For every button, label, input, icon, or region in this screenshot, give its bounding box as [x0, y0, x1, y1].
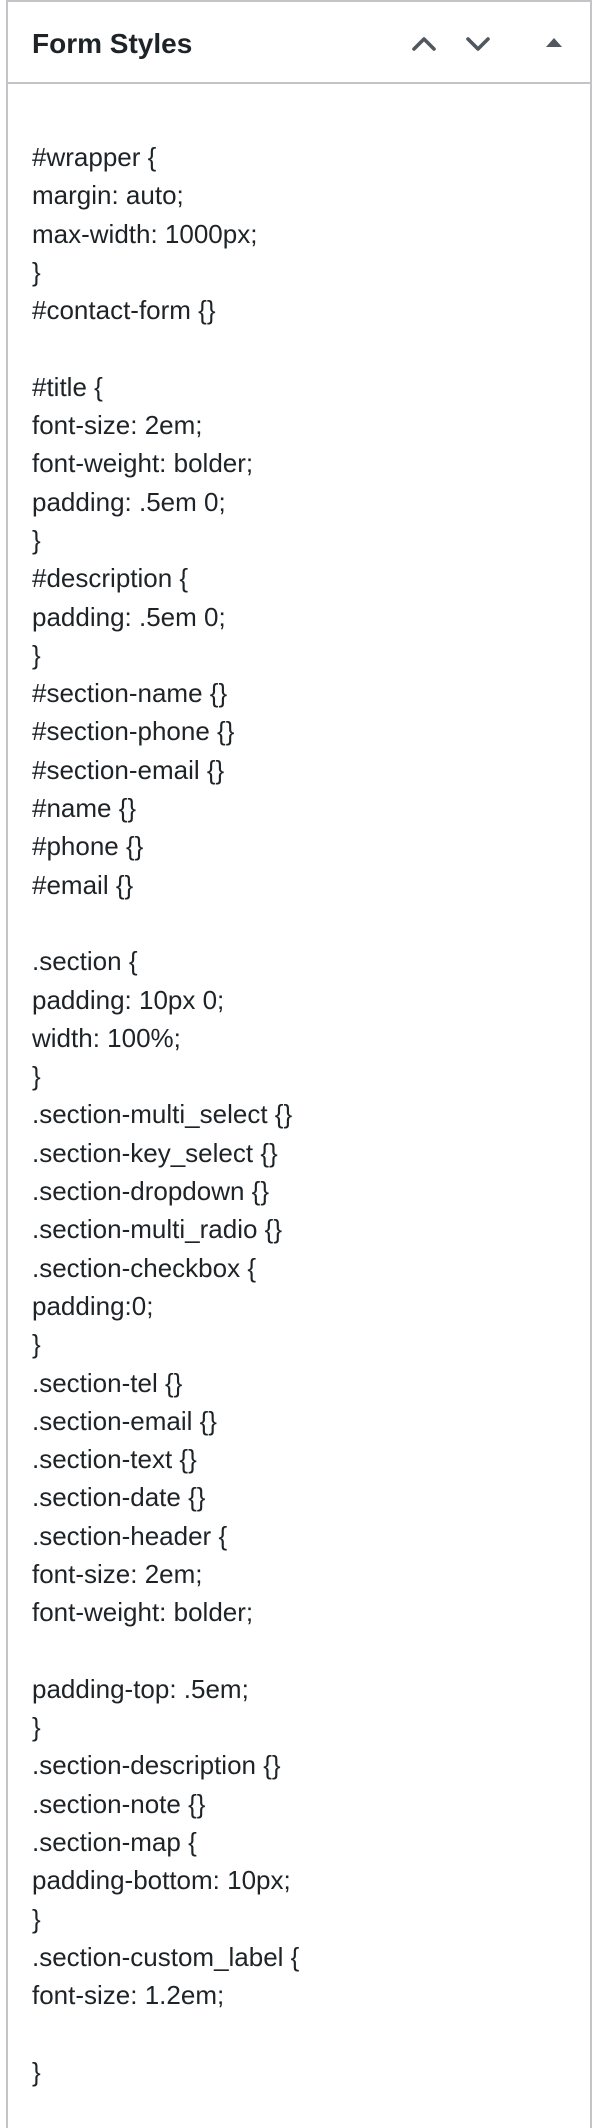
code-line: } — [32, 1903, 41, 1934]
code-line: } — [32, 639, 41, 670]
code-line: } — [32, 524, 41, 555]
move-down-button[interactable] — [456, 22, 500, 66]
code-line: .section-multi_radio {} — [32, 1214, 283, 1245]
code-line: font-size: 1.2em; — [32, 1980, 225, 2011]
code-line: font-size: 2em; — [32, 410, 203, 441]
code-line: padding: .5em 0; — [32, 601, 226, 632]
code-line: .section-description {} — [32, 1750, 281, 1781]
code-line: #email {} — [32, 869, 134, 900]
code-line: padding-top: .5em; — [32, 1673, 249, 1704]
code-line: #phone {} — [32, 831, 144, 862]
toggle-panel-button[interactable] — [532, 22, 576, 66]
code-line: .section-dropdown {} — [32, 1176, 270, 1207]
code-line: } — [32, 1329, 41, 1360]
code-line: padding: .5em 0; — [32, 486, 226, 517]
code-line: } — [32, 1712, 41, 1743]
code-line: padding:0; — [32, 1290, 154, 1321]
code-line: .section-date {} — [32, 1482, 206, 1513]
code-line: font-size: 2em; — [32, 1558, 203, 1589]
code-line: .section-tel {} — [32, 1367, 183, 1398]
code-line: .section { — [32, 946, 138, 977]
code-line: font-weight: bolder; — [32, 448, 254, 479]
code-line: } — [32, 256, 41, 287]
code-line: #contact-form {} — [32, 295, 216, 326]
code-line: .section-email {} — [32, 1405, 217, 1436]
code-line — [32, 329, 570, 367]
code-line: .section-text {} — [32, 1444, 197, 1475]
code-line: #section-name {} — [32, 678, 228, 709]
postbox-title: Form Styles — [32, 28, 193, 59]
code-line: #description { — [32, 563, 189, 594]
code-line: #section-email {} — [32, 754, 225, 785]
code-line: width: 100%; — [32, 1022, 181, 1053]
postbox-header: Form Styles — [8, 0, 590, 84]
code-line: margin: auto; — [32, 180, 184, 211]
code-line: max-width: 1000px; — [32, 218, 258, 249]
css-code-block: #wrapper { margin: auto; max-width: 1000px… — [32, 138, 570, 2091]
code-line: .section-header { — [32, 1520, 228, 1551]
code-line: } — [32, 1061, 41, 1092]
code-line: #section-phone {} — [32, 716, 235, 747]
code-line: font-weight: bolder; — [32, 1597, 254, 1628]
code-line — [32, 1632, 570, 1670]
code-line: .section-checkbox { — [32, 1252, 257, 1283]
chevron-up-icon — [412, 37, 436, 51]
code-line: .section-note {} — [32, 1788, 206, 1819]
triangle-up-icon — [546, 38, 562, 47]
code-line: #title { — [32, 371, 103, 402]
form-styles-postbox: Form Styles #wrapper { margin: auto; max-w… — [6, 0, 592, 2128]
code-line: .section-key_select {} — [32, 1137, 278, 1168]
code-line: .section-multi_select {} — [32, 1099, 293, 1130]
code-line — [32, 904, 570, 942]
postbox-content: #wrapper { margin: auto; max-width: 1000px… — [8, 84, 590, 2091]
code-line: padding-bottom: 10px; — [32, 1865, 291, 1896]
code-line: padding: 10px 0; — [32, 984, 225, 1015]
code-line: #wrapper { — [32, 142, 157, 172]
code-line — [32, 2015, 570, 2053]
code-line: #name {} — [32, 793, 137, 824]
code-line: .section-map { — [32, 1827, 197, 1858]
move-up-button[interactable] — [402, 22, 446, 66]
chevron-down-icon — [466, 37, 490, 51]
code-line: } — [32, 2056, 41, 2087]
code-line: .section-custom_label { — [32, 1941, 300, 1972]
